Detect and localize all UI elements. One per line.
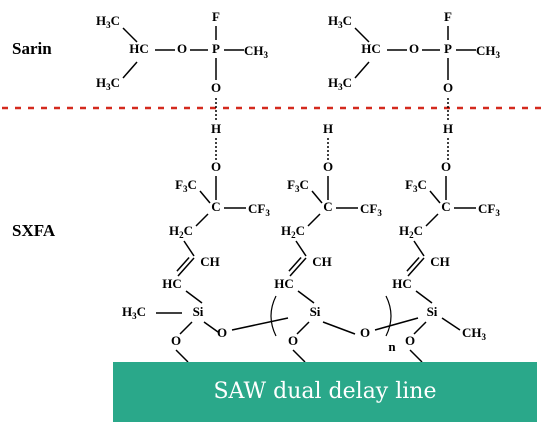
bond: [288, 257, 302, 272]
bond: [195, 213, 209, 227]
bond: [179, 321, 193, 335]
atom-f: F: [212, 9, 220, 24]
atom-o: O: [409, 41, 419, 56]
bond: [203, 321, 219, 333]
bond: [311, 190, 323, 204]
atom-hc: HC: [361, 41, 381, 56]
atom-si: Si: [193, 304, 204, 319]
bond: [289, 257, 307, 277]
atom-o: O: [441, 159, 451, 174]
bond: [413, 240, 425, 257]
bond: [231, 317, 289, 331]
atom-o: O: [177, 41, 187, 56]
bond: [177, 257, 195, 277]
atom-h3c: H3C: [328, 13, 352, 30]
atom-h: H: [323, 121, 333, 136]
atom-ch3: CH3: [244, 43, 269, 60]
atom-o: O: [323, 159, 333, 174]
atom-o: O: [288, 333, 298, 348]
atom-ch: CH: [430, 254, 450, 269]
atom-cf3: CF3: [478, 201, 500, 218]
atom-cf3: CF3: [248, 201, 270, 218]
atom-ch: CH: [200, 254, 220, 269]
atom-h3c: H3C: [96, 13, 120, 30]
atom-f3c: F3C: [405, 177, 427, 194]
atom-c: C: [211, 199, 220, 214]
atom-h: H: [443, 121, 453, 136]
atom-hc: HC: [129, 41, 149, 56]
bond: [322, 321, 356, 335]
bond: [425, 213, 439, 227]
bond: [295, 240, 307, 257]
sxfa-label: SXFA: [12, 221, 56, 240]
atom-f: F: [444, 9, 452, 24]
atom-o: O: [211, 80, 221, 95]
atom-ch: CH: [312, 254, 332, 269]
atom-h3c: H3C: [328, 75, 352, 92]
bond: [441, 317, 461, 331]
sarin-label: Sarin: [12, 39, 52, 58]
bond: [292, 349, 306, 363]
bond: [354, 27, 370, 43]
atom-f3c: F3C: [175, 177, 197, 194]
bond: [183, 240, 195, 257]
atom-hc: HC: [162, 276, 182, 291]
atom-p: P: [212, 41, 220, 56]
atom-h2c: H2C: [281, 223, 305, 240]
bond: [354, 61, 370, 79]
atom-o: O: [217, 325, 227, 340]
bond: [413, 321, 427, 335]
bond: [122, 27, 138, 43]
saw-substrate-label: SAW dual delay line: [213, 379, 436, 404]
bond: [415, 290, 433, 304]
atom-hc: HC: [274, 276, 294, 291]
atom-o: O: [443, 80, 453, 95]
bond: [199, 190, 211, 204]
repeat-bracket-left: [270, 295, 277, 337]
bond: [122, 61, 138, 79]
bond: [297, 290, 315, 304]
bond: [429, 190, 441, 204]
bond: [409, 349, 423, 363]
atom-n: n: [388, 339, 396, 354]
atom-p: P: [444, 41, 452, 56]
bond: [296, 321, 310, 335]
atom-ch3: CH3: [476, 43, 501, 60]
atom-c: C: [323, 199, 332, 214]
atom-o: O: [405, 333, 415, 348]
atom-f3c: F3C: [287, 177, 309, 194]
bond: [185, 290, 203, 304]
bond: [175, 349, 189, 363]
atom-ch3: CH3: [462, 325, 487, 342]
atom-h2c: H2C: [399, 223, 423, 240]
repeat-bracket-right: [385, 295, 392, 337]
atom-cf3: CF3: [360, 201, 382, 218]
atom-h: H: [211, 121, 221, 136]
bond: [374, 317, 419, 331]
atom-si: Si: [310, 304, 321, 319]
atom-o: O: [171, 333, 181, 348]
atom-h2c: H2C: [169, 223, 193, 240]
bond: [406, 257, 420, 272]
bond: [407, 257, 425, 277]
atom-si: Si: [427, 304, 438, 319]
atom-h3c: H3C: [122, 304, 146, 321]
atom-h3c: H3C: [96, 75, 120, 92]
saw-substrate: [113, 362, 537, 422]
bond: [307, 213, 321, 227]
bond: [176, 257, 190, 272]
atom-hc: HC: [392, 276, 412, 291]
atom-c: C: [441, 199, 450, 214]
atom-o: O: [360, 325, 370, 340]
atom-o: O: [211, 159, 221, 174]
